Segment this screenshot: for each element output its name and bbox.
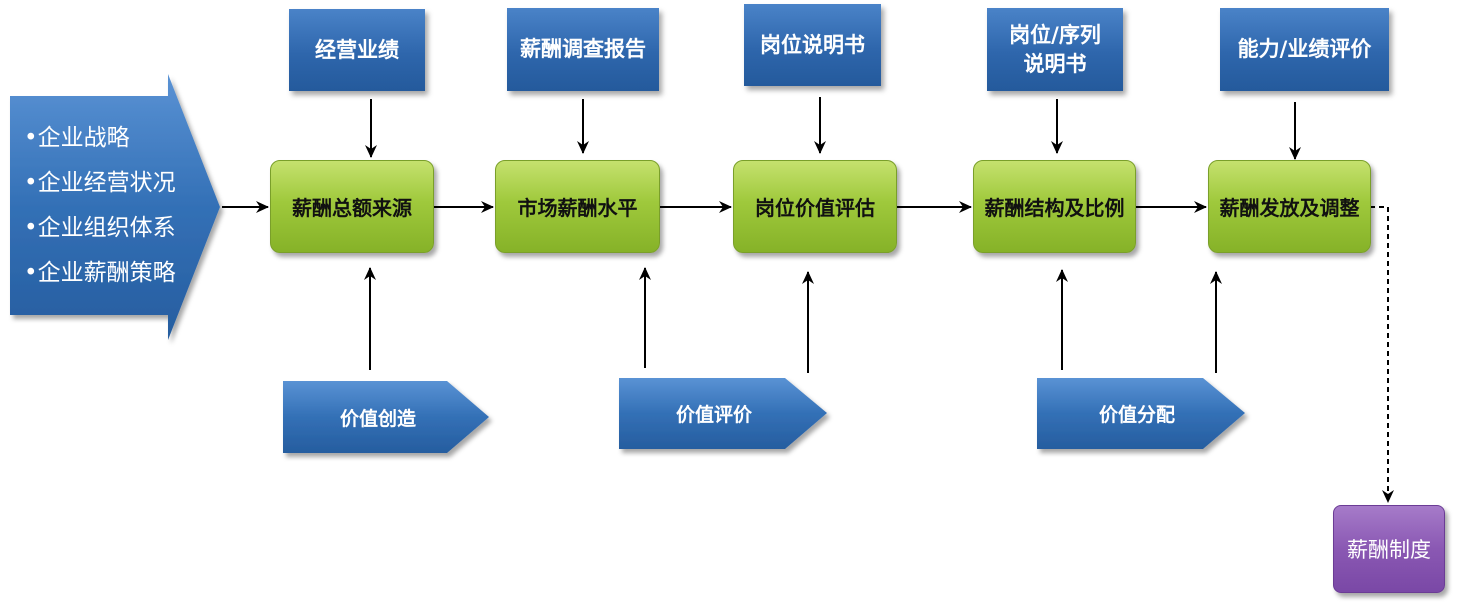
stage-arrow-shape [283,381,489,453]
input-list-item: •企业组织体系 [24,215,176,241]
top-input-label: 薪酬调查报告 [520,37,646,62]
top-input-job-description: 岗位说明书 [744,4,881,86]
top-input-label: 岗位说明书 [760,32,865,57]
input-list-item: •企业薪酬策略 [24,260,176,286]
stage-value-creation: 价值创造 [283,381,473,453]
step-label: 薪酬总额来源 [292,196,412,220]
step-market-salary-level: 市场薪酬水平 [495,160,660,253]
stage-label: 价值评价 [675,404,752,426]
output-salary-system: 薪酬制度 [1333,505,1445,593]
step-label: 薪酬结构及比例 [984,196,1125,220]
arrow-step5-to-output [1370,206,1394,503]
step-salary-payout-adjust: 薪酬发放及调整 [1208,160,1371,253]
input-arrow-shape [10,74,220,340]
stage-value-distribution: 价值分配 [1037,378,1237,449]
top-input-label: 能力/业绩评价 [1237,37,1372,62]
top-input-performance-review: 能力/业绩评价 [1220,8,1389,91]
step-salary-structure-ratio: 薪酬结构及比例 [973,160,1136,253]
stage-label: 价值创造 [339,407,416,430]
top-input-job-sequence: 岗位/序列 说明书 [987,8,1123,91]
top-input-business-performance: 经营业绩 [289,9,425,91]
input-list-item: •企业经营状况 [24,170,176,196]
stage-arrow-shape [619,378,827,449]
step-label: 薪酬发放及调整 [1219,196,1360,220]
top-input-label: 经营业绩 [315,37,399,62]
step-label: 岗位价值评估 [755,196,875,220]
output-label: 薪酬制度 [1347,538,1431,562]
input-list: •企业战略 •企业经营状况 •企业组织体系 •企业薪酬策略 [24,116,176,296]
stage-arrow-shape [1037,378,1245,449]
input-list-item: •企业战略 [24,125,130,151]
stage-label: 价值分配 [1098,404,1175,426]
top-input-salary-survey: 薪酬调查报告 [507,8,659,91]
step-salary-total-source: 薪酬总额来源 [270,160,434,253]
step-job-value-assessment: 岗位价值评估 [733,160,897,253]
top-input-label: 岗位/序列 说明书 [1009,23,1101,76]
stage-value-evaluation: 价值评价 [619,378,809,449]
step-label: 市场薪酬水平 [517,196,638,220]
